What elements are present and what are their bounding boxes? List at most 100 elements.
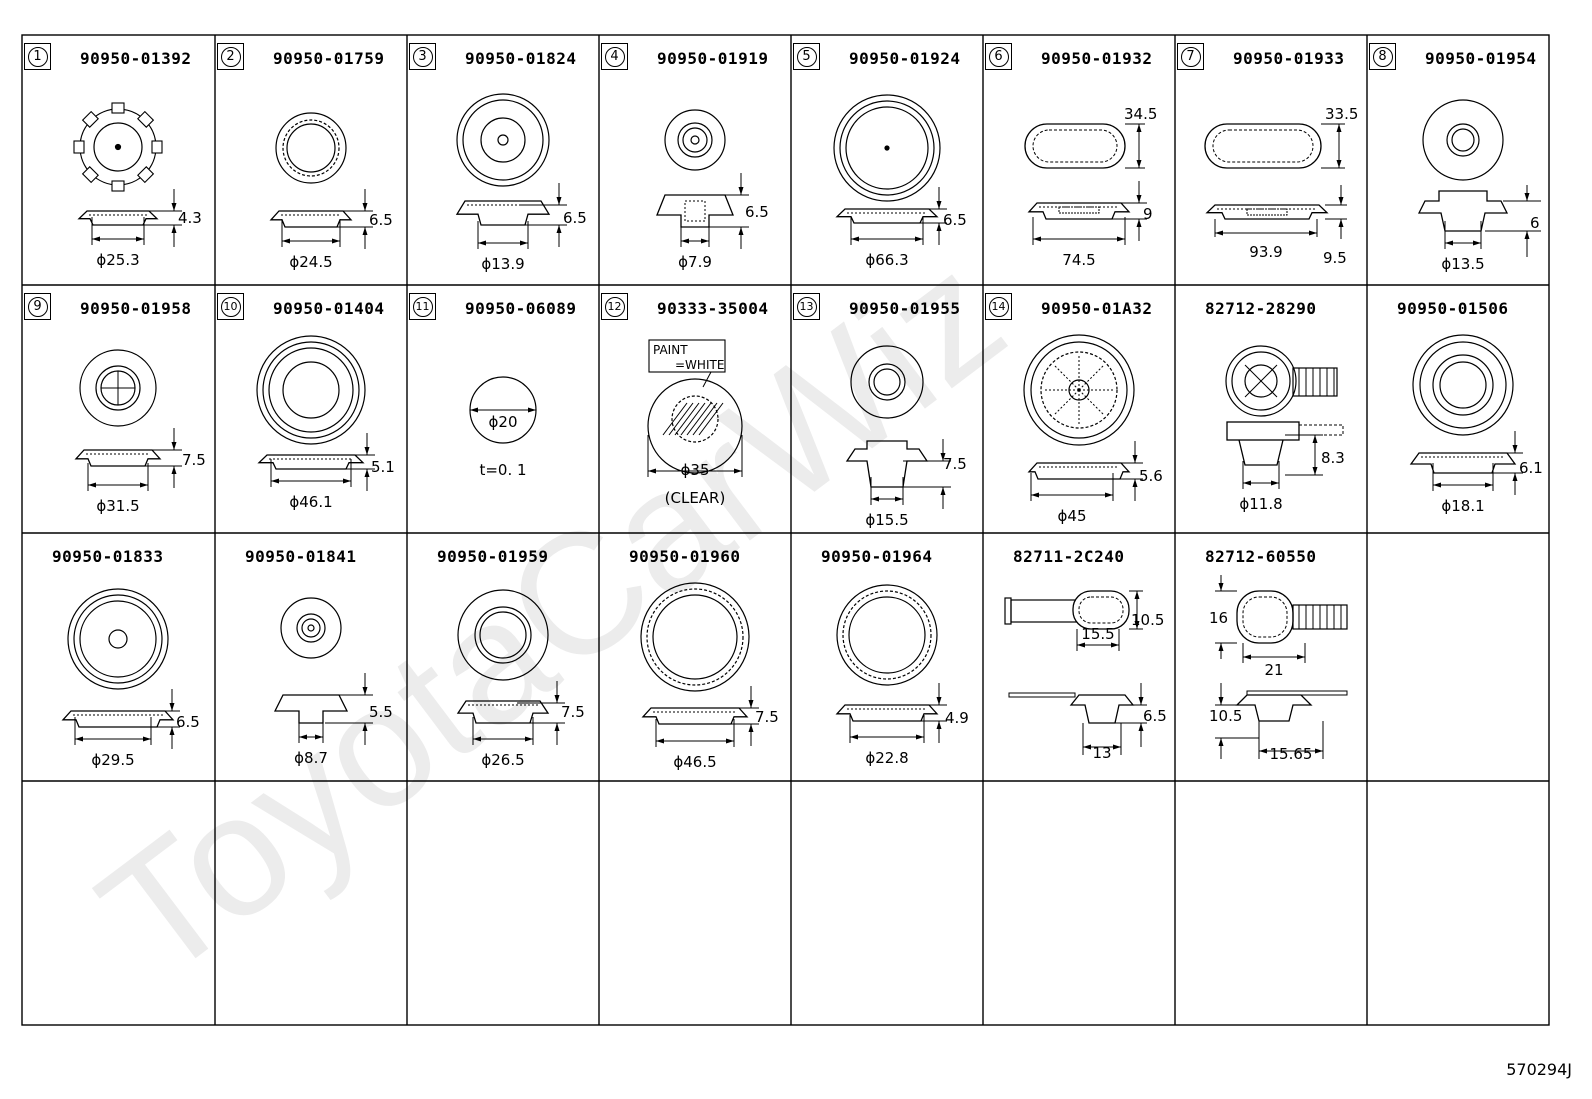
height-label: 6.5 [1143,707,1167,725]
part-number: 90950-01954 [1425,49,1537,68]
oval-outline [1024,123,1126,169]
dimension-arrow [1433,482,1441,488]
dimension-arrow [362,723,368,731]
dimension-arrow [1138,697,1144,705]
outline-ring [67,588,169,690]
diameter-label: ϕ45 [1058,507,1087,525]
callout-text: =WHITE [675,358,724,372]
dimension-arrow [88,482,96,488]
outline-ring [480,117,526,163]
part-cell: 90950-01964 [791,533,983,781]
outline-ring [275,112,347,184]
part-number: 82712-28290 [1205,299,1317,318]
part-number: 90950-01933 [1233,49,1345,68]
dimension-arrow [1336,160,1342,168]
dimension-arrow [343,478,351,484]
profile-outline [455,200,551,226]
side-profile [835,208,939,224]
part-cell: 90950-01506 [1367,285,1559,533]
dimension-arrow [936,223,942,231]
spoke-line [1053,364,1080,391]
hatch-line [662,402,688,436]
side-profile [1417,190,1509,232]
height-label: 10.5 [1209,707,1242,725]
diameter-label: ϕ26.5 [481,751,524,769]
outline-ring [282,361,340,419]
dimension-arrow [1512,473,1518,481]
dimension-arrow [364,469,370,477]
dimension-arrow [851,236,859,242]
part-number: 90950-01833 [52,547,164,566]
profile-outline [835,704,939,722]
height-label: 34.5 [1124,105,1157,123]
outline-ring [1412,334,1514,436]
diameter-label: ϕ20 [489,413,518,431]
diameter-label: ϕ29.5 [91,751,134,769]
index-number: 11 [412,296,433,317]
part-cell: 7 90950-01933 [1175,35,1367,283]
cross-rib [1244,364,1278,398]
part-number: 90950-01A32 [1041,299,1153,318]
diameter-label: ϕ22.8 [865,749,908,767]
dashed-ring [1242,596,1288,638]
outline-ring [262,341,360,439]
part-number: 90950-01958 [80,299,192,318]
height-label: 7.5 [561,703,585,721]
tube-side [1008,692,1076,698]
dimension-arrow [470,407,478,413]
dimension-arrow [1136,124,1142,132]
dimension-arrow [171,203,177,211]
index-number: 2 [220,46,241,67]
dimension-arrow [940,453,946,461]
outline-ring [850,345,924,419]
dimension-arrow [136,236,144,242]
diameter-label: ϕ24.5 [289,253,332,271]
dimension-arrow [364,447,370,455]
hidden-line [684,200,706,222]
part-number: 90950-01404 [273,299,385,318]
dimension-arrow [1138,723,1144,731]
gear-tooth [81,110,99,128]
profile-outline [273,694,349,724]
dimension-arrow [1132,455,1138,463]
diameter-label: ϕ35 [681,461,710,479]
profile-outline [845,440,929,488]
dashed-ring [1078,596,1124,624]
profile-outline [1069,694,1135,724]
outline-ring [457,589,549,681]
dimension-arrow [1512,445,1518,453]
outline-ring [79,349,157,427]
dimension-arrow [1445,240,1453,246]
diameter-label: ϕ18.1 [1441,497,1484,515]
material-label: (CLEAR) [665,489,726,507]
dimension-arrow [171,442,177,450]
height-label: 6.5 [943,211,967,229]
outline-ring [1451,128,1475,152]
index-badge: 7 [1177,43,1204,70]
center-dot [884,145,890,151]
diameter-label: ϕ11.8 [1239,495,1282,513]
outline-ring [301,618,321,638]
diameter-label: ϕ66.3 [865,251,908,269]
profile-outline [1226,421,1300,441]
outline-ring [839,100,935,196]
dimension-arrow [1136,219,1142,227]
index-badge: 4 [601,43,628,70]
part-cell: 90950-01833 [22,533,214,781]
outline-ring [256,335,366,445]
dimension-arrow [169,727,175,735]
index-badge: 6 [985,43,1012,70]
callout-box [648,339,726,373]
gear-tooth [73,140,85,154]
profile-outline [1205,204,1329,220]
side-profile [1409,452,1517,474]
